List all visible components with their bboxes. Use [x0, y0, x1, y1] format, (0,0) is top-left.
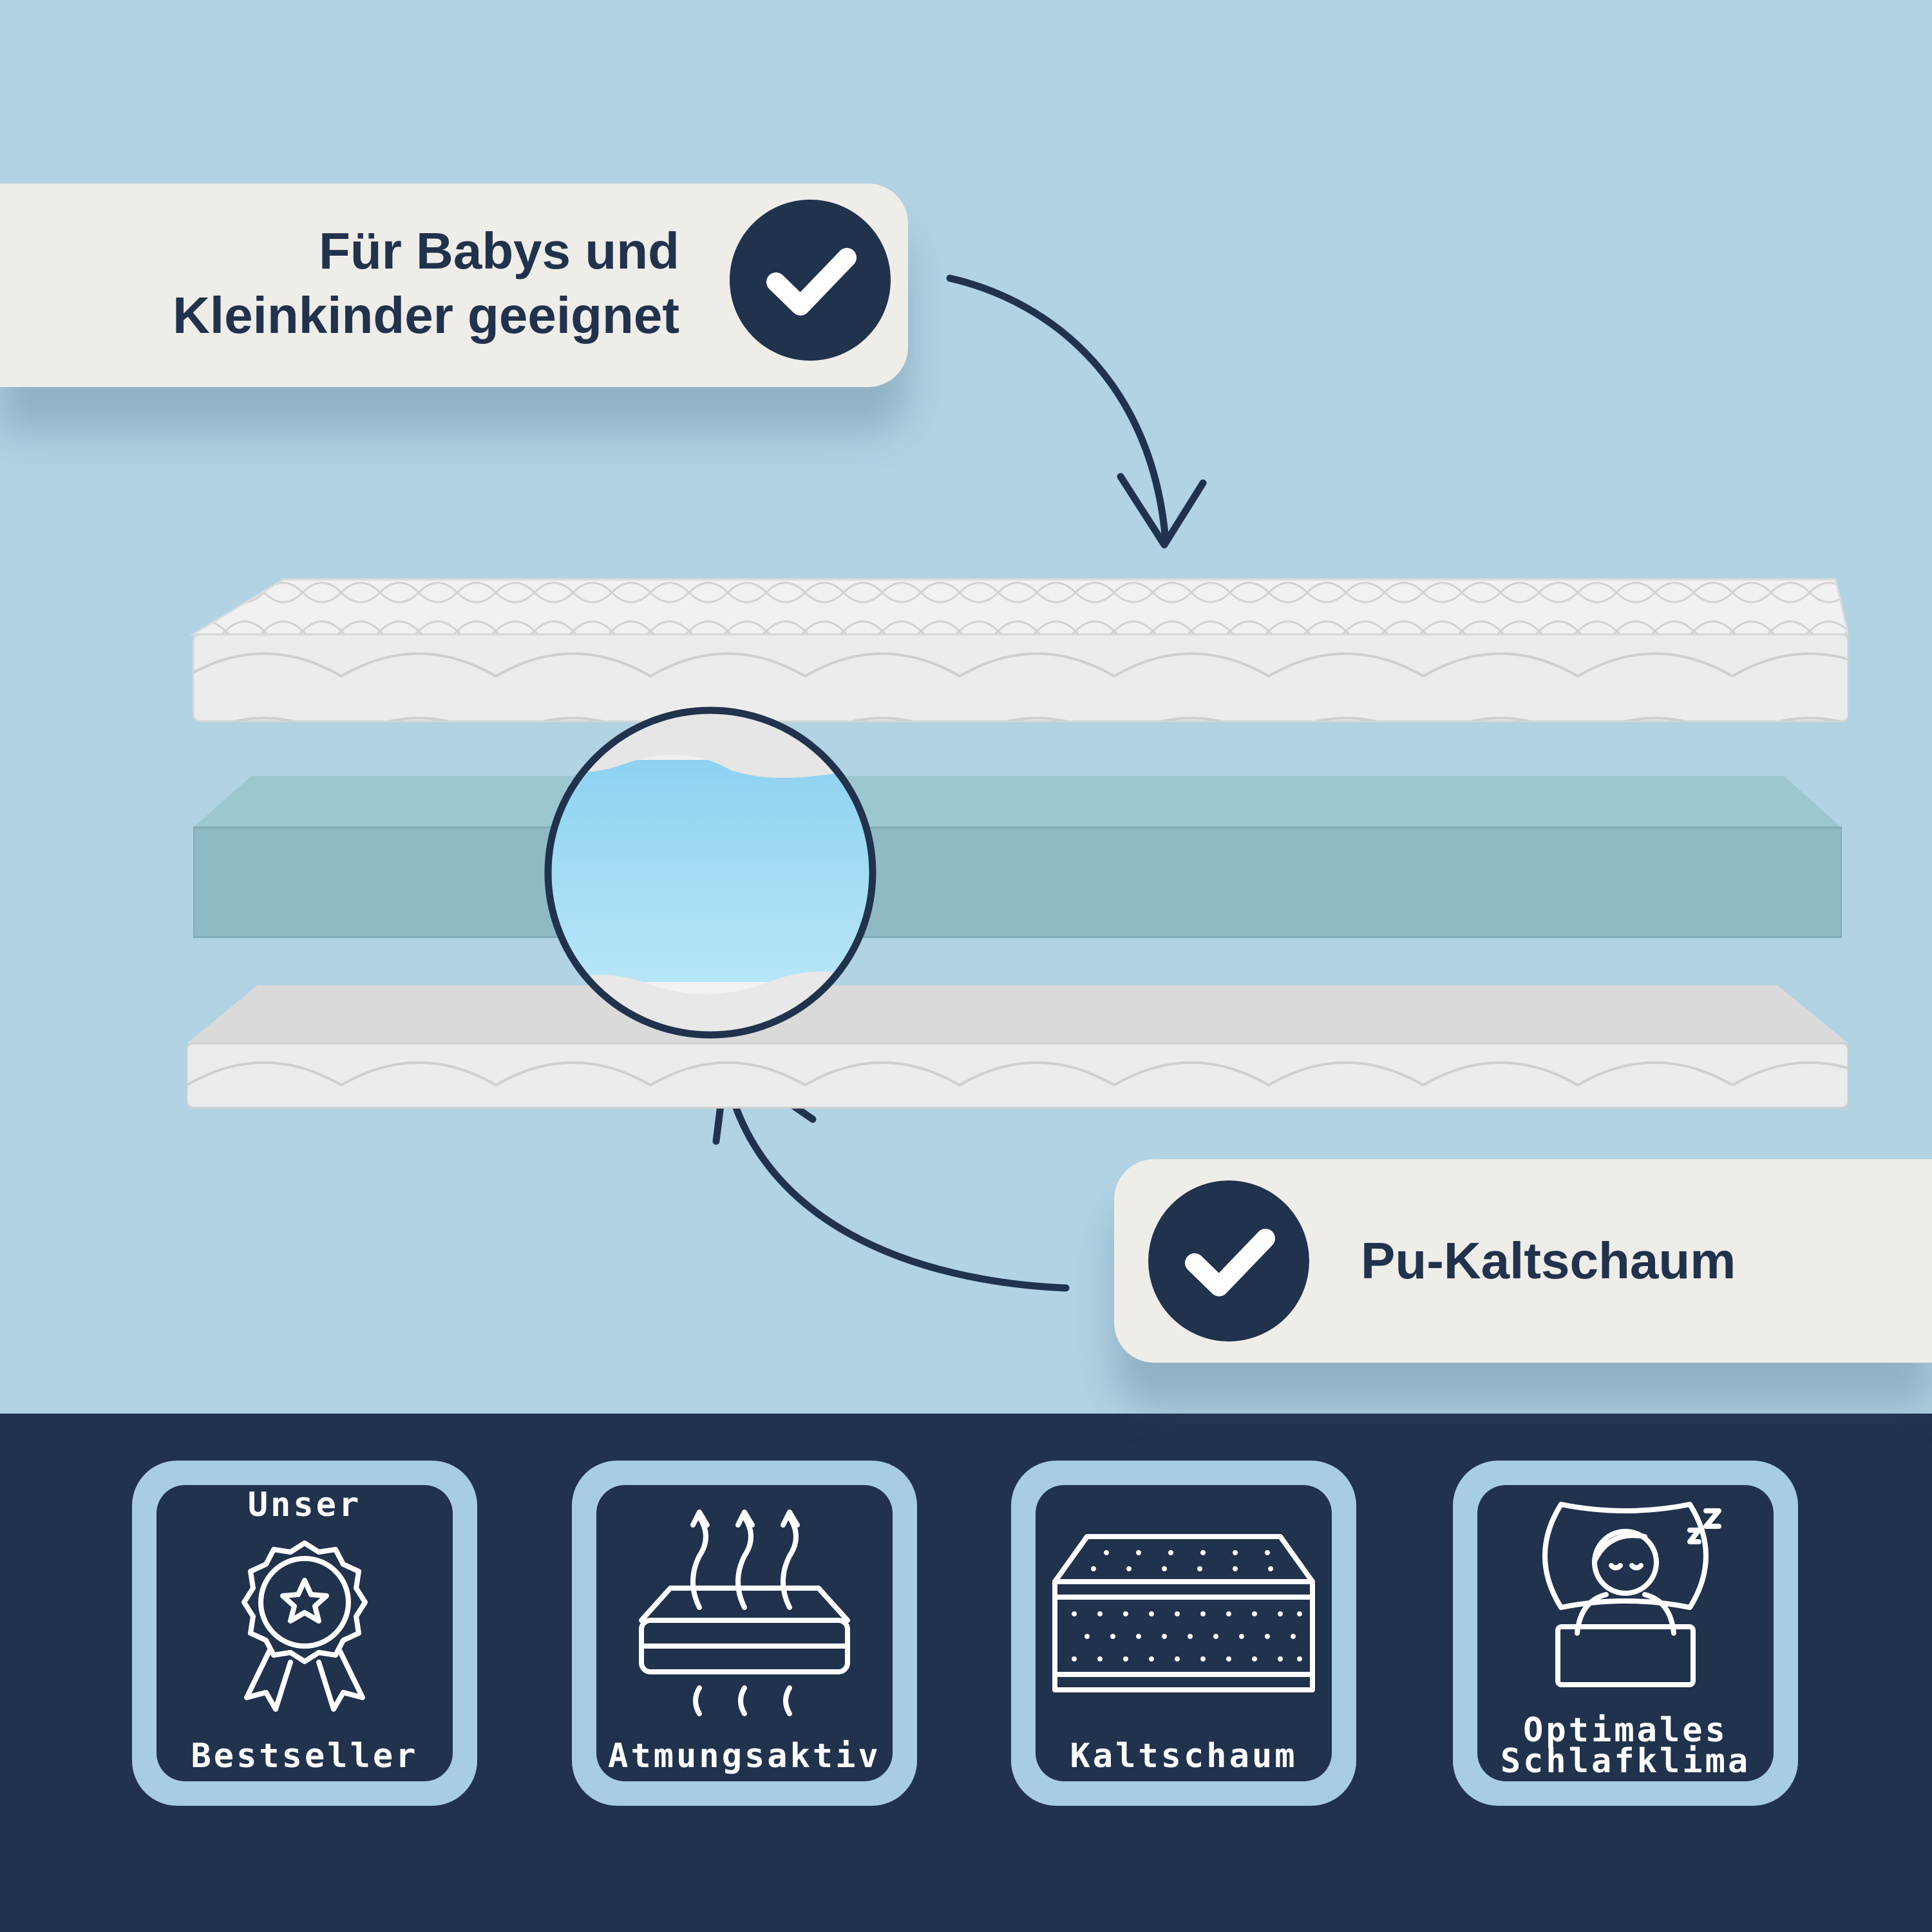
arrow-top-icon	[946, 274, 1170, 545]
callout-line-1: Für Babys und	[318, 222, 679, 279]
feature-tile-cold-foam: Kaltschaum	[1011, 1461, 1356, 1806]
check-icon	[1148, 1180, 1309, 1341]
callout-line-2: Kleinkinder geeignet	[173, 287, 679, 344]
arrow-bottom-icon	[721, 1062, 1070, 1292]
tile-label-line-1: Optimales	[1523, 1711, 1728, 1750]
award-ribbon-star-icon	[242, 1540, 368, 1712]
feature-tile-bestseller: Unser Bestseller	[132, 1461, 477, 1806]
tile-label-top: Unser	[247, 1486, 362, 1524]
callout-pu-cold-foam: Pu-Kaltschaum	[1114, 1159, 1932, 1363]
tile-label-bottom: Bestseller	[191, 1737, 419, 1776]
breathable-mattress-icon	[639, 1510, 850, 1716]
callout-suitable-text: Für Babys und Kleinkinder geeignet	[35, 219, 679, 348]
tile-label: Atmungsaktiv	[608, 1737, 881, 1776]
check-icon	[730, 200, 891, 361]
zoom-lens	[544, 706, 876, 1039]
feature-tile-sleep-climate: Optimales Schlafklima	[1453, 1461, 1798, 1806]
mattress-cover-bottom	[187, 985, 1848, 1109]
foam-mattress-icon	[1052, 1534, 1315, 1692]
tile-label-line-2: Schlafklima	[1500, 1742, 1751, 1781]
callout-pu-text: Pu-Kaltschaum	[1361, 1232, 1736, 1289]
mattress-cover-top	[189, 578, 1848, 723]
foam-core-layer	[193, 776, 1842, 938]
tile-label: Kaltschaum	[1070, 1737, 1298, 1776]
sleeping-person-icon	[1542, 1502, 1721, 1687]
feature-tile-breathable: Atmungsaktiv	[572, 1461, 917, 1806]
